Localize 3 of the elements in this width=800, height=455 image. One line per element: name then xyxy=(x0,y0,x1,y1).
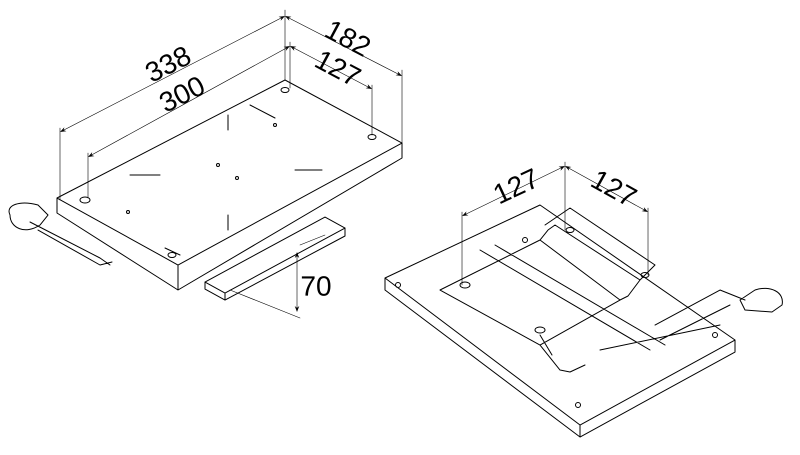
dimension-label: 127 xyxy=(494,168,534,204)
dimension-label: 70 xyxy=(302,276,330,296)
dimension-label: 127 xyxy=(590,172,638,204)
